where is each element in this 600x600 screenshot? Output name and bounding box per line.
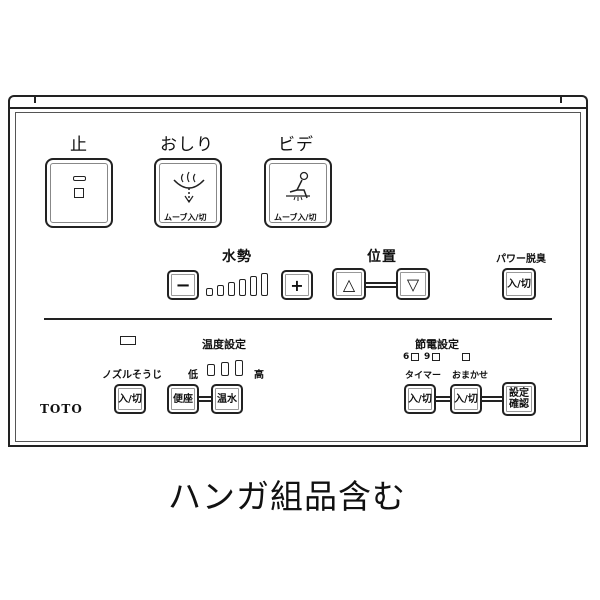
panel-inner-frame <box>15 112 581 442</box>
nozzle-clean-button-label: 入/切 <box>118 393 142 405</box>
panel-top-edge <box>8 95 588 109</box>
stop-label: 止 <box>70 135 88 155</box>
stop-button[interactable] <box>45 158 113 228</box>
timer-hours-9: 9 <box>424 352 431 362</box>
bidet-label: ビデ <box>278 135 314 155</box>
position-connector <box>366 282 396 288</box>
triangle-up-icon: △ <box>342 274 356 294</box>
water-temperature-button[interactable]: 温水 <box>211 384 243 414</box>
pressure-level-6 <box>261 273 268 296</box>
pressure-level-4 <box>239 279 246 296</box>
water-pressure-minus-button[interactable]: − <box>167 270 199 300</box>
toto-logo: TOTO <box>40 402 83 416</box>
panel-top-notch-right <box>560 95 562 103</box>
triangle-down-icon: ▽ <box>406 274 420 294</box>
stop-indicator-icon <box>73 176 86 181</box>
timer-hours-6: 6 <box>403 352 410 362</box>
seat-temperature-button-label: 便座 <box>173 393 193 405</box>
nozzle-clean-label: ノズルそうじ <box>102 370 162 381</box>
water-temperature-button-label: 温水 <box>217 393 237 405</box>
energy-connector <box>436 396 450 402</box>
battery-icon <box>120 336 136 345</box>
timer-6-indicator-icon <box>411 353 419 361</box>
water-pressure-plus-button[interactable]: + <box>281 270 313 300</box>
setting-confirm-button[interactable]: 設定 確認 <box>502 382 536 416</box>
stop-square-icon <box>74 188 84 198</box>
minus-icon: − <box>175 274 191 296</box>
temperature-setting-label: 温度設定 <box>202 338 246 351</box>
oshiri-button[interactable]: ムーブ入/切 <box>154 158 222 228</box>
temp-level-1 <box>207 364 215 376</box>
timer-9-indicator-icon <box>432 353 440 361</box>
oshiri-label: おしり <box>160 135 214 155</box>
pressure-level-3 <box>228 282 235 296</box>
bidet-button[interactable]: ムーブ入/切 <box>264 158 332 228</box>
energy-saving-label: 節電設定 <box>415 338 459 351</box>
omakase-label: おまかせ <box>452 371 489 381</box>
oshiri-spray-icon <box>173 171 205 204</box>
bidet-person-icon <box>286 171 310 201</box>
water-pressure-level-indicator <box>206 272 278 298</box>
oshiri-move-label: ムーブ入/切 <box>164 213 207 222</box>
temperature-high-label: 高 <box>254 370 264 381</box>
pressure-level-1 <box>206 288 213 296</box>
position-up-button[interactable]: △ <box>332 268 366 300</box>
temp-level-3 <box>235 360 243 376</box>
timer-label: タイマー <box>405 371 442 381</box>
pressure-level-5 <box>250 276 257 296</box>
omakase-indicator-icon <box>462 353 470 361</box>
confirm-connector <box>482 396 502 402</box>
omakase-button[interactable]: 入/切 <box>450 384 482 414</box>
omakase-button-label: 入/切 <box>454 393 478 405</box>
power-deodorize-button-label: 入/切 <box>507 278 531 290</box>
plus-icon: + <box>290 275 304 295</box>
confirm-line2: 確認 <box>509 399 529 410</box>
caption-text: ハンガ組品含む <box>168 477 406 516</box>
panel-divider <box>44 318 552 320</box>
power-deodorize-button[interactable]: 入/切 <box>502 268 536 300</box>
nozzle-clean-button[interactable]: 入/切 <box>114 384 146 414</box>
position-label: 位置 <box>367 249 397 265</box>
confirm-line1: 設定 <box>509 388 529 399</box>
panel-top-notch-left <box>34 95 36 103</box>
bidet-move-label: ムーブ入/切 <box>274 213 317 222</box>
timer-button[interactable]: 入/切 <box>404 384 436 414</box>
temperature-low-label: 低 <box>188 370 198 381</box>
temperature-connector <box>199 396 211 402</box>
pressure-level-2 <box>217 285 224 296</box>
power-deodorize-label: パワー脱臭 <box>496 254 546 265</box>
position-down-button[interactable]: ▽ <box>396 268 430 300</box>
temp-level-2 <box>221 362 229 376</box>
timer-button-label: 入/切 <box>408 393 432 405</box>
water-pressure-label: 水勢 <box>222 249 252 265</box>
seat-temperature-button[interactable]: 便座 <box>167 384 199 414</box>
temperature-level-indicator <box>203 360 251 380</box>
